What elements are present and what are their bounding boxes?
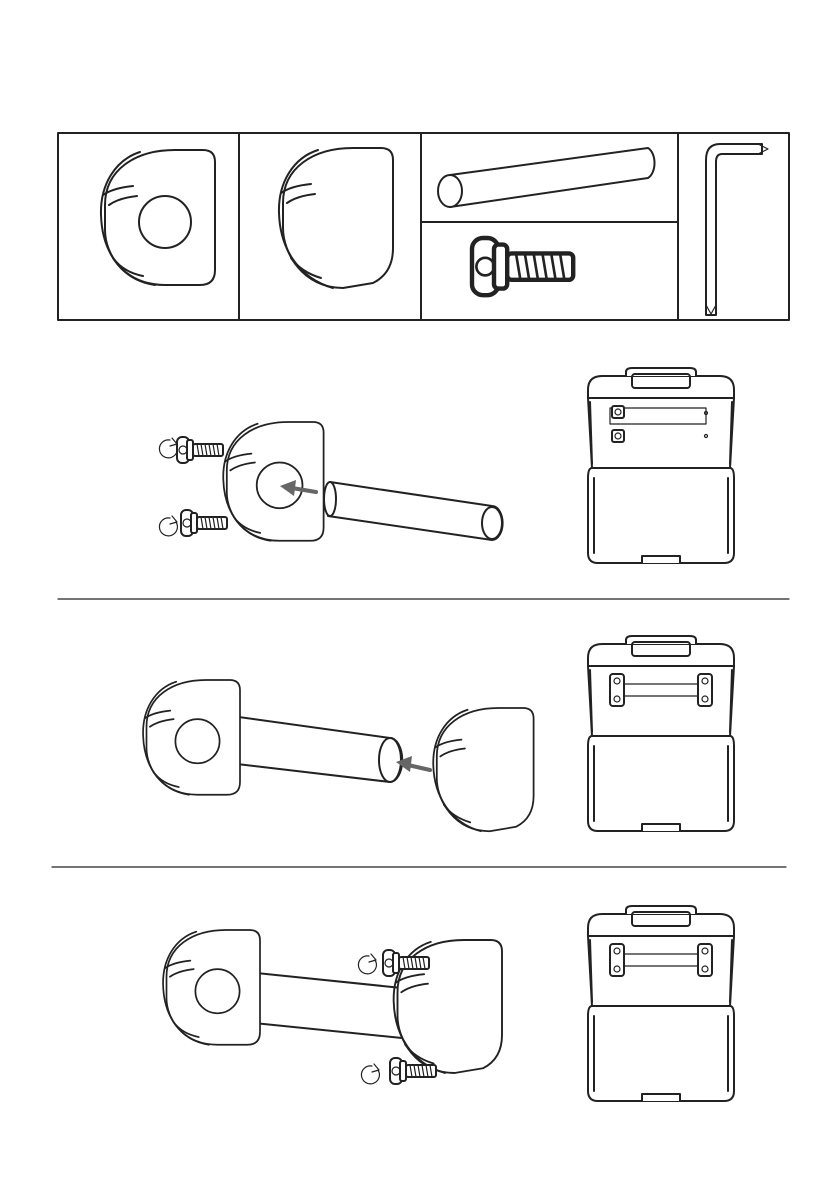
cooler-box [588,368,734,563]
part-end-cap-with-hole [101,150,215,285]
end-cap [223,422,323,541]
rotate-arrow-icon [159,516,177,536]
step-2-diagram [0,610,839,880]
cooler-box [588,906,734,1101]
part-tube [438,148,655,207]
screw-top [177,437,223,463]
step-3-diagram [0,880,839,1191]
screw-bottom [181,510,227,536]
cooler-box [588,636,734,831]
rotate-arrow-icon [159,438,177,458]
end-cap-right [433,708,533,831]
parts-table [0,0,839,340]
rotate-arrow-icon [358,954,376,974]
end-cap-left [163,930,260,1045]
rotate-arrow-icon [361,1064,379,1084]
tube [324,482,503,540]
part-torx-key [706,144,768,315]
part-screw [472,238,573,295]
end-cap-left [143,680,240,795]
part-end-cap-closed [279,148,393,288]
step-1-diagram [0,340,839,610]
